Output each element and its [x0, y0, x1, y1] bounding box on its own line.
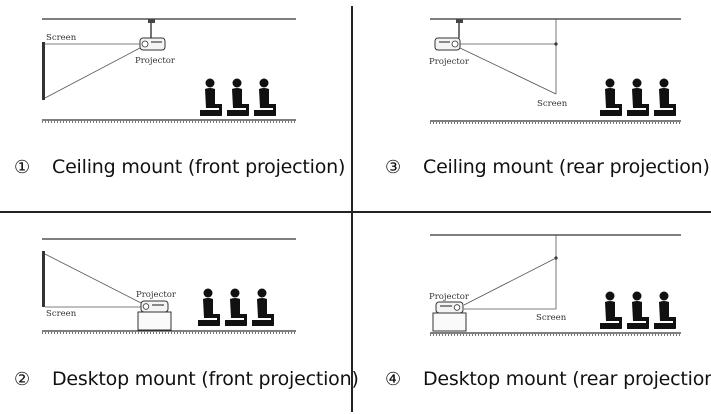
seated-person-icon [627, 78, 649, 116]
screen-label: Screen [46, 33, 77, 43]
screen-marker [554, 42, 558, 46]
seated-person-icon [252, 288, 274, 326]
panel-ceiling-front: Screen Projector ① Ceiling mount (front p… [0, 0, 350, 210]
projector-icon [435, 301, 464, 314]
seated-person-icon [227, 78, 249, 116]
floor-line [42, 119, 296, 123]
caption-number: ② [14, 369, 30, 390]
projector-icon [434, 37, 461, 51]
audience-icon [600, 291, 676, 329]
vertical-divider [351, 6, 353, 412]
caption: ③ Ceiling mount (rear projection) [385, 156, 710, 178]
projector-label: Projector [429, 57, 470, 67]
ceiling-mount-bracket [148, 19, 155, 23]
audience-icon [600, 78, 676, 116]
seated-person-icon [200, 78, 222, 116]
floor-line [430, 332, 681, 336]
floor-line [42, 330, 296, 334]
caption-text: Desktop mount (rear projection) [423, 368, 711, 390]
screen-icon [42, 42, 45, 100]
caption: ② Desktop mount (front projection) [14, 368, 359, 390]
seated-person-icon [654, 291, 676, 329]
diagram-desktop-front: Projector Screen [42, 238, 296, 334]
caption-text: Ceiling mount (rear projection) [423, 156, 710, 178]
panel-desktop-rear: Projector Screen ④ Desktop mount (rear pr… [353, 213, 711, 414]
screen-icon [42, 251, 45, 307]
seated-person-icon [600, 78, 622, 116]
horizontal-divider [0, 211, 711, 213]
seated-person-icon [225, 288, 247, 326]
seated-person-icon [600, 291, 622, 329]
seated-person-icon [254, 78, 276, 116]
projection-beam [459, 47, 557, 95]
projector-icon [140, 300, 169, 313]
caption-number: ④ [385, 369, 401, 390]
projector-label: Projector [429, 292, 470, 302]
screen-label: Screen [46, 309, 77, 319]
desk-icon [432, 312, 467, 332]
screen-label: Screen [536, 313, 567, 323]
projector-icon [139, 37, 166, 51]
projection-beam [44, 253, 144, 305]
ceiling-mount-bracket [456, 19, 463, 23]
projector-label: Projector [135, 56, 176, 66]
diagram-desktop-rear: Projector Screen [429, 234, 681, 336]
diagram-ceiling-rear: Projector Screen [429, 18, 681, 124]
panel-ceiling-rear: Projector Screen ③ Ceiling mount (rear pr… [353, 0, 711, 210]
projector-label: Projector [136, 290, 177, 300]
screen-label: Screen [537, 99, 568, 109]
desk-icon [137, 311, 172, 331]
caption: ④ Desktop mount (rear projection) [385, 368, 711, 390]
seated-person-icon [654, 78, 676, 116]
floor-line [430, 120, 681, 124]
projection-beam [463, 257, 557, 306]
seated-person-icon [627, 291, 649, 329]
audience-icon [198, 288, 274, 326]
diagram-ceiling-front: Screen Projector [42, 18, 296, 123]
panel-desktop-front: Projector Screen ② Desktop mount (front p… [0, 213, 359, 414]
seated-person-icon [198, 288, 220, 326]
caption-text: Ceiling mount (front projection) [52, 156, 346, 178]
caption-text: Desktop mount (front projection) [52, 368, 359, 390]
caption: ① Ceiling mount (front projection) [14, 156, 345, 178]
caption-number: ① [14, 157, 30, 178]
caption-number: ③ [385, 157, 401, 178]
projection-beam [44, 47, 141, 99]
audience-icon [200, 78, 276, 116]
